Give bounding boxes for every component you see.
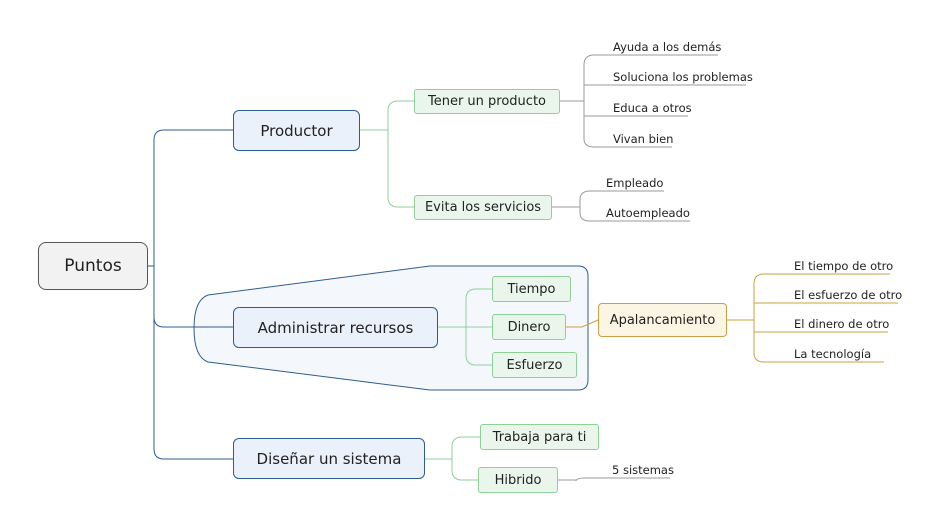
- leaf-educa[interactable]: Educa a otros: [613, 101, 692, 115]
- leaf-5-sistemas[interactable]: 5 sistemas: [612, 463, 674, 477]
- node-productor-label: Productor: [260, 121, 333, 140]
- node-tener-producto[interactable]: Tener un producto: [414, 89, 560, 114]
- connector-root-productor: [148, 129, 233, 267]
- connector-productor-tener: [360, 100, 414, 131]
- node-tener-label: Tener un producto: [427, 94, 546, 109]
- node-evita-servicios[interactable]: Evita los servicios: [414, 195, 552, 220]
- root-label: Puntos: [64, 256, 122, 276]
- connector-administrar-children: [438, 288, 492, 366]
- node-dinero-label: Dinero: [507, 319, 551, 335]
- node-hibrido-label: Hibrido: [494, 472, 542, 488]
- connector-disenar-children: [425, 436, 480, 481]
- node-productor[interactable]: Productor: [233, 110, 360, 151]
- node-evita-label: Evita los servicios: [424, 200, 542, 215]
- connector-apalancamiento-leaves: [727, 273, 792, 363]
- node-hibrido[interactable]: Hibrido: [478, 467, 558, 493]
- connector-root-disenar: [153, 266, 233, 460]
- leaf-empleado[interactable]: Empleado: [606, 176, 664, 190]
- connector-dinero-apalancamiento: [566, 319, 599, 328]
- root-node[interactable]: Puntos: [38, 242, 148, 290]
- leaf-vivan[interactable]: Vivan bien: [613, 132, 674, 146]
- leaf-tiempo-otro[interactable]: El tiempo de otro: [794, 259, 894, 273]
- connector-hibrido-leaf: [558, 477, 612, 482]
- leaf-soluciona[interactable]: Soluciona los problemas: [613, 70, 753, 84]
- leaf-autoempleado[interactable]: Autoempleado: [606, 206, 690, 220]
- node-dinero[interactable]: Dinero: [492, 314, 566, 340]
- node-disenar-sistema[interactable]: Diseñar un sistema: [233, 438, 425, 479]
- leaf-tecnologia[interactable]: La tecnología: [794, 347, 872, 361]
- leaf-dinero-otro[interactable]: El dinero de otro: [794, 317, 890, 331]
- node-apalancamiento-label: Apalancamiento: [609, 312, 716, 328]
- node-tiempo-label: Tiempo: [507, 281, 556, 297]
- node-trabaja-para-ti[interactable]: Trabaja para ti: [480, 424, 599, 450]
- connector-productor-evita: [387, 130, 414, 208]
- connector-evita-leaves: [552, 190, 604, 222]
- node-apalancamiento[interactable]: Apalancamiento: [598, 303, 727, 337]
- node-esfuerzo[interactable]: Esfuerzo: [492, 352, 577, 378]
- leaf-esfuerzo-otro[interactable]: El esfuerzo de otro: [794, 288, 903, 302]
- node-esfuerzo-label: Esfuerzo: [506, 357, 563, 373]
- node-disenar-label: Diseñar un sistema: [256, 449, 402, 468]
- node-administrar-label: Administrar recursos: [257, 318, 414, 337]
- leaf-ayuda[interactable]: Ayuda a los demás: [613, 40, 722, 54]
- connector-tener-leaves: [560, 54, 612, 148]
- node-tiempo[interactable]: Tiempo: [492, 276, 571, 302]
- node-administrar-recursos[interactable]: Administrar recursos: [233, 307, 438, 348]
- node-trabaja-label: Trabaja para ti: [492, 429, 587, 445]
